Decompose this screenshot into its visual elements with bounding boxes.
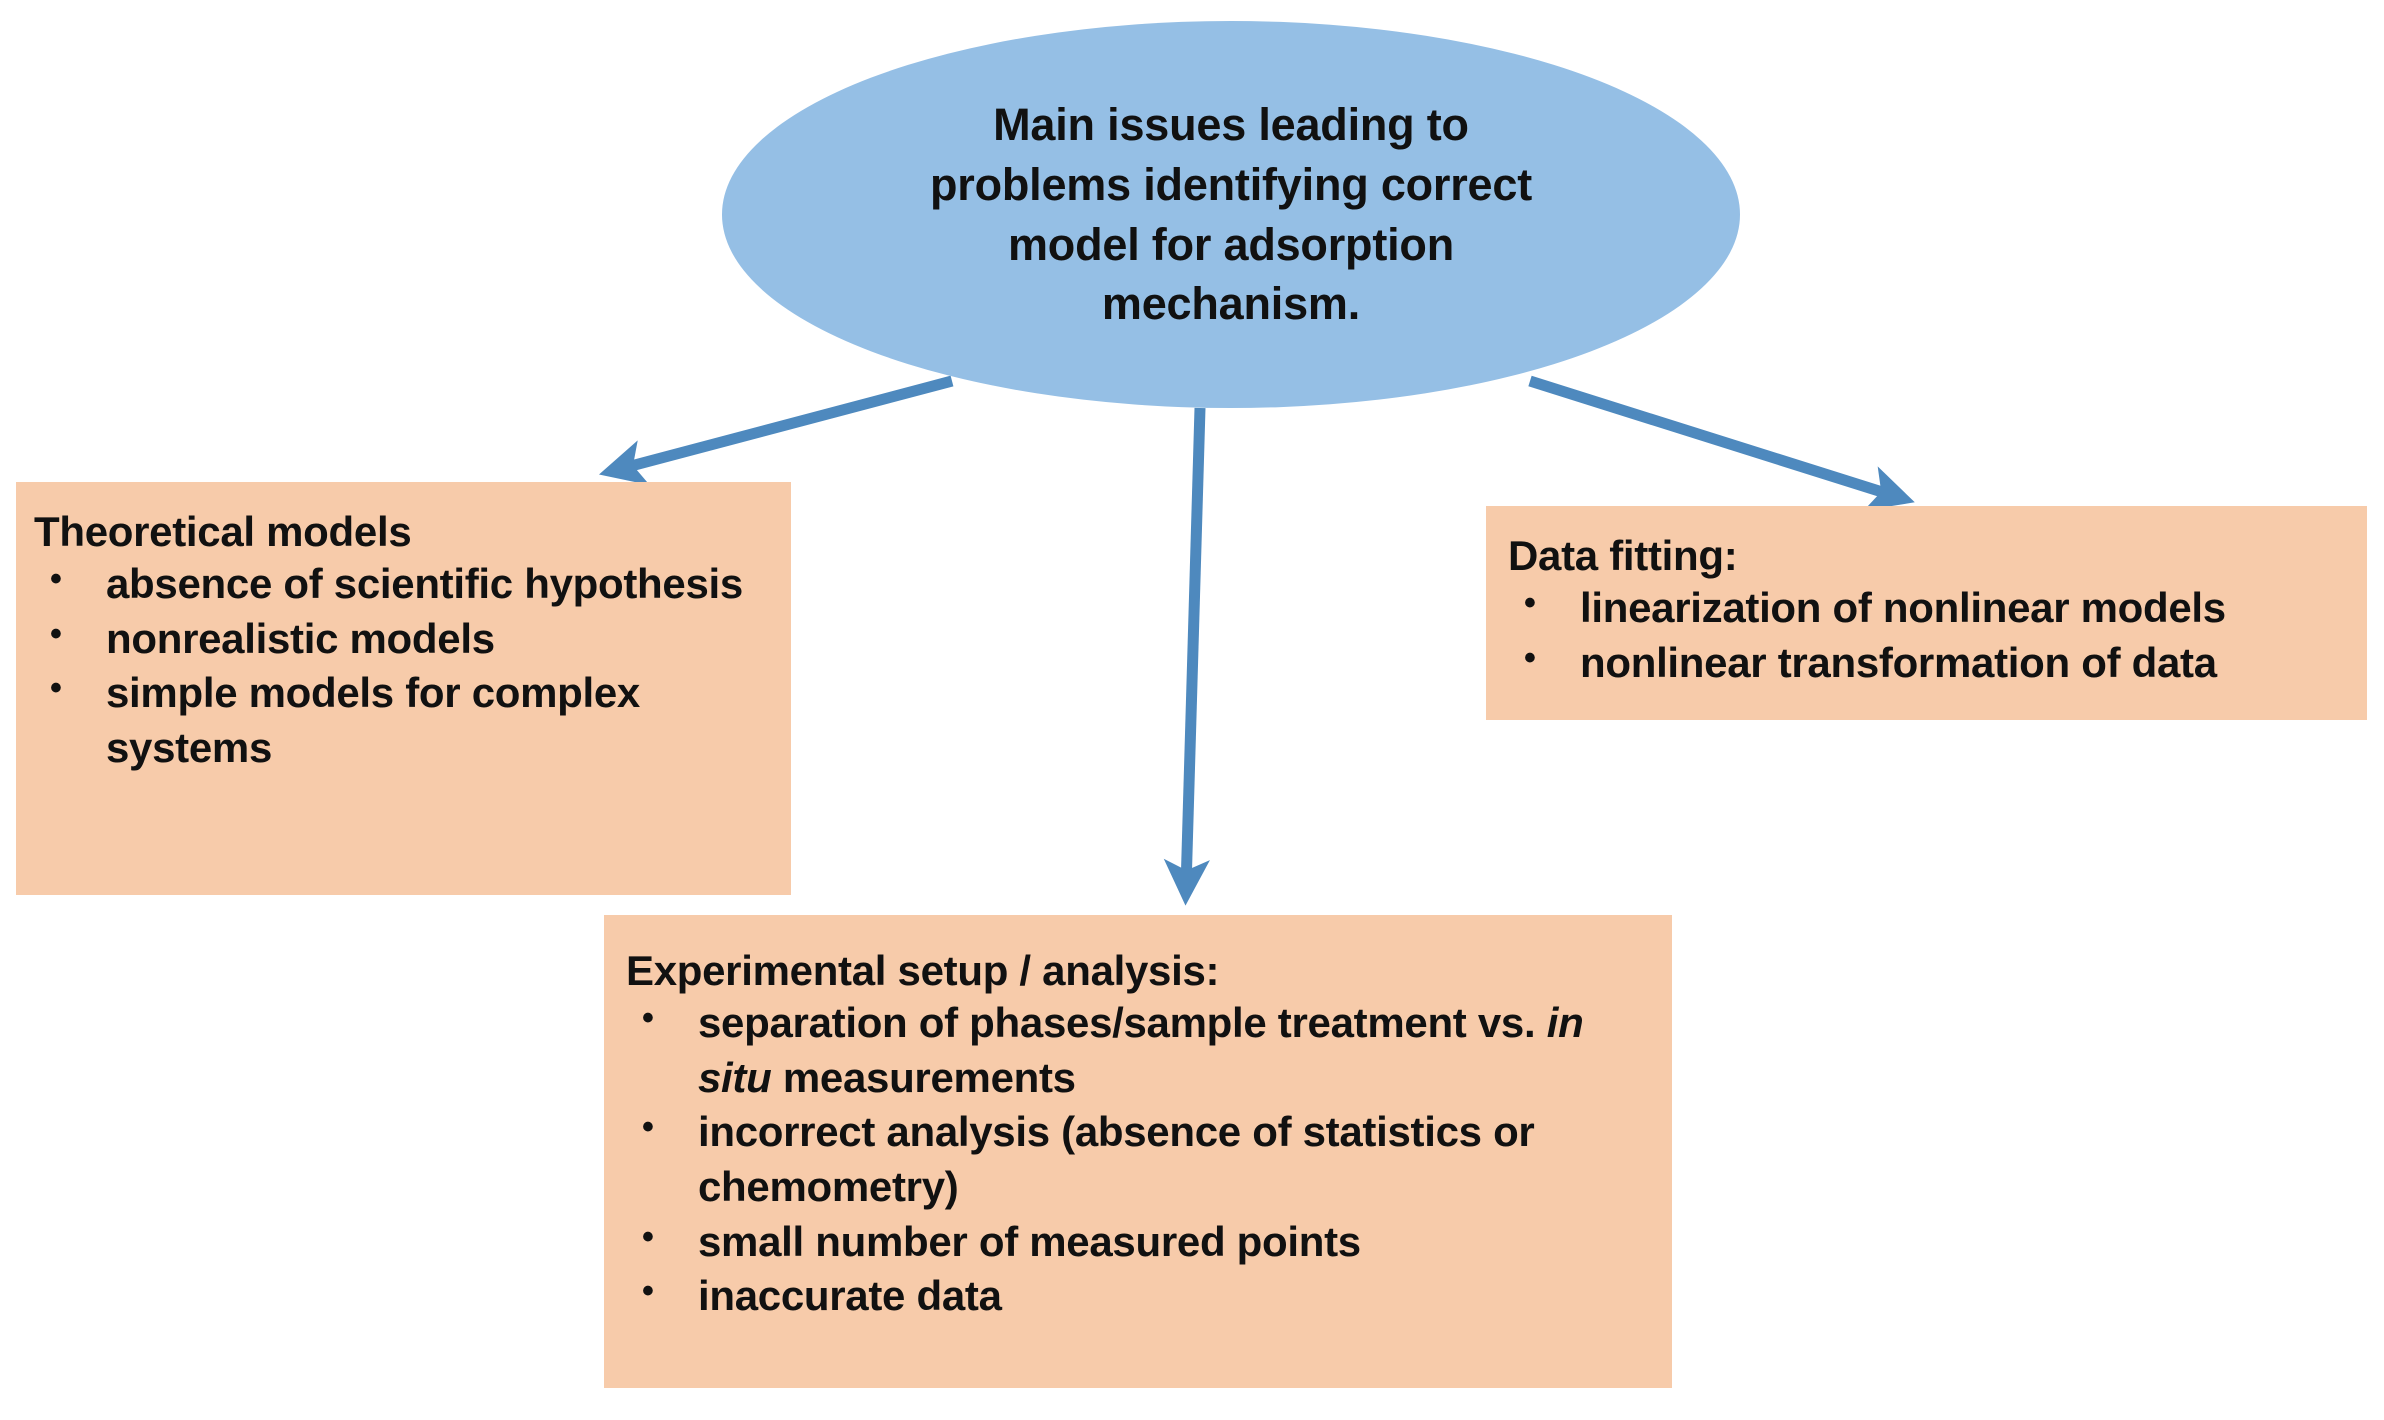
list-item: simple models for complex systems: [34, 664, 775, 775]
node-data-fitting: Data fitting: linearization of nonlinear…: [1486, 506, 2367, 720]
list-item: nonlinear transformation of data: [1508, 634, 2351, 691]
node-experimental-setup: Experimental setup / analysis: separatio…: [604, 915, 1672, 1388]
root-node-text: Main issues leading to problems identify…: [930, 95, 1532, 334]
node-theoretical-models-bullet-list: absence of scientific hypothesis nonreal…: [34, 555, 775, 775]
root-node-line-1: Main issues leading to: [993, 98, 1469, 150]
node-experimental-setup-title: Experimental setup / analysis:: [626, 947, 1220, 994]
list-item: inaccurate data: [626, 1267, 1656, 1324]
root-node-line-2: problems identifying correct: [929, 158, 1532, 210]
list-item-text-italic: in situ: [698, 999, 1584, 1101]
arrow-to-data-fitting: [1528, 375, 1915, 511]
arrow-to-theoretical-models: [598, 375, 954, 486]
root-node-line-3: model for adsorption: [1007, 218, 1454, 270]
root-node-ellipse: Main issues leading to problems identify…: [722, 21, 1740, 408]
list-item-text-pre: separation of phases/sample treatment vs…: [698, 999, 1547, 1047]
list-item: absence of scientific hypothesis: [34, 555, 775, 612]
node-theoretical-models: Theoretical models absence of scientific…: [16, 482, 791, 895]
list-item: incorrect analysis (absence of statistic…: [626, 1103, 1656, 1214]
list-item: linearization of nonlinear models: [1508, 579, 2351, 636]
node-data-fitting-bullet-list: linearization of nonlinear models nonlin…: [1508, 579, 2351, 691]
node-data-fitting-title: Data fitting:: [1508, 532, 1738, 579]
node-theoretical-models-title: Theoretical models: [34, 508, 412, 555]
node-experimental-setup-bullet-list: separation of phases/sample treatment vs…: [626, 994, 1656, 1324]
list-item-text-post: measurements: [771, 1053, 1076, 1101]
arrow-to-experimental-setup: [1163, 407, 1210, 906]
list-item: separation of phases/sample treatment vs…: [626, 994, 1656, 1105]
list-item: small number of measured points: [626, 1213, 1656, 1270]
root-node-line-4: mechanism.: [1101, 278, 1361, 330]
list-item: nonrealistic models: [34, 610, 775, 667]
